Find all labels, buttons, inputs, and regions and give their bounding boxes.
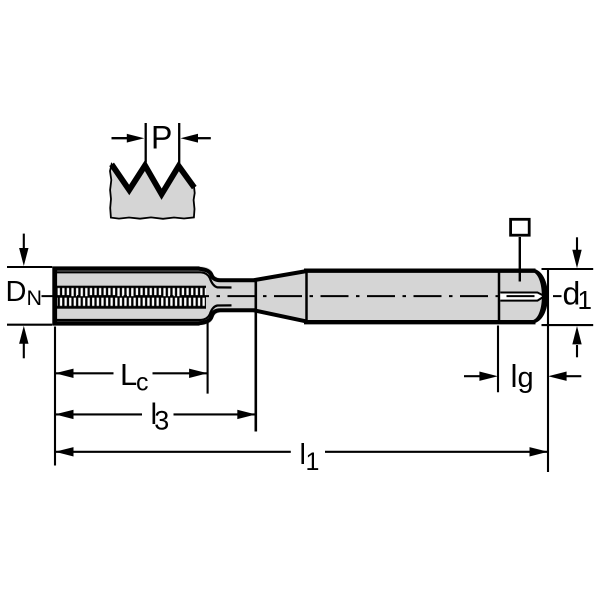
svg-text:1: 1 [578, 285, 592, 315]
svg-text:d: d [563, 276, 581, 312]
svg-text:g: g [518, 362, 534, 394]
svg-text:l: l [151, 398, 158, 431]
svg-text:l: l [511, 358, 518, 394]
svg-text:l: l [300, 439, 306, 471]
svg-text:3: 3 [154, 406, 169, 436]
svg-text:L: L [120, 357, 137, 392]
svg-text:D: D [6, 276, 27, 308]
svg-text:c: c [136, 368, 149, 396]
svg-text:N: N [27, 286, 43, 310]
svg-text:P: P [151, 119, 172, 155]
svg-text:1: 1 [306, 448, 320, 476]
